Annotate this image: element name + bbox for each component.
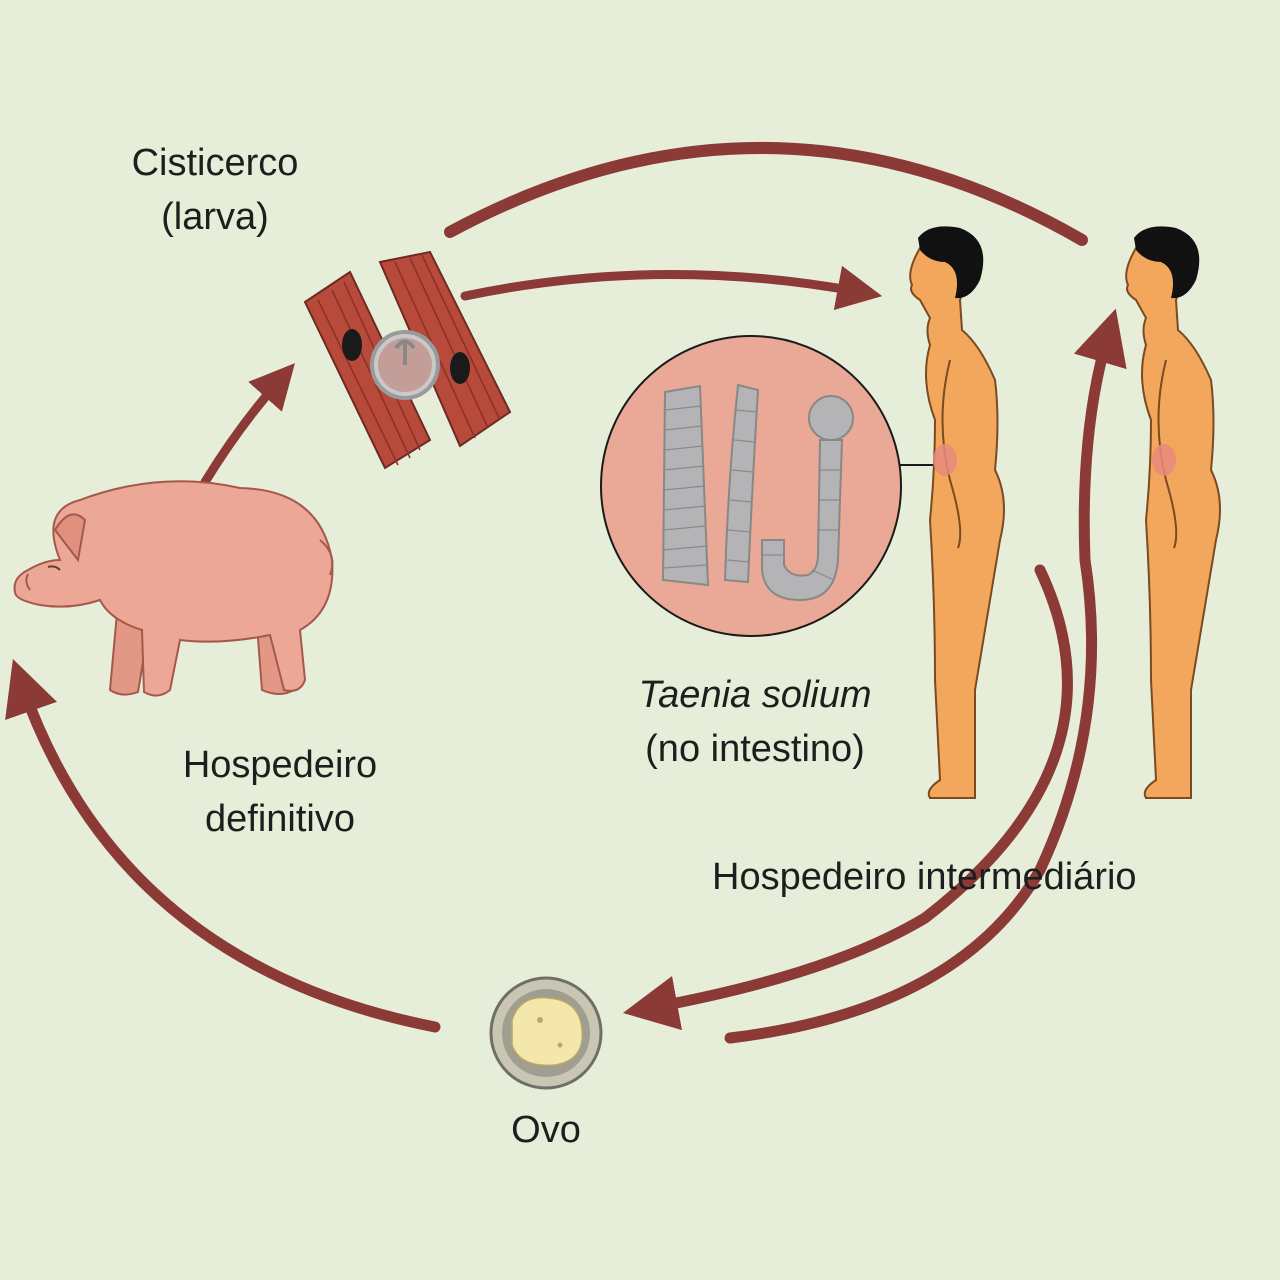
taenia-label: Taenia solium (no intestino) <box>600 668 910 776</box>
cisticerco-label-line1: Cisticerco <box>131 142 299 184</box>
human-figure-icon <box>909 226 1005 799</box>
arrow-pig-to-muscle <box>200 363 295 487</box>
definitive-host-label: Hospedeiro definitivo <box>150 738 410 846</box>
arrow-egg-to-pig <box>5 659 441 1033</box>
muscle-cyst-icon <box>303 250 512 470</box>
egg-icon <box>489 976 603 1090</box>
taenia-label-line1: Taenia solium <box>638 674 872 716</box>
cisticerco-label-line2: (larva) <box>161 196 269 238</box>
tapeworm-magnifier-icon <box>600 335 935 637</box>
arrow-top-arc <box>444 141 1088 246</box>
cycle-arrows <box>5 141 1127 1044</box>
egg-label: Ovo <box>511 1109 581 1151</box>
taenia-label-line2: (no intestino) <box>645 728 865 770</box>
cisticerco-label: Cisticerco (larva) <box>110 136 320 244</box>
arrow-egg-to-human <box>724 308 1127 1044</box>
definitive-host-label-line2: definitivo <box>205 798 355 840</box>
pig-icon <box>13 480 334 697</box>
arrow-human-to-egg <box>622 564 1073 1031</box>
arrow-muscle-to-human <box>460 265 883 311</box>
definitive-host-label-line1: Hospedeiro <box>182 744 378 786</box>
intermediate-host-label: Hospedeiro intermediário <box>712 856 1137 898</box>
human-figure-icon <box>1125 226 1221 799</box>
